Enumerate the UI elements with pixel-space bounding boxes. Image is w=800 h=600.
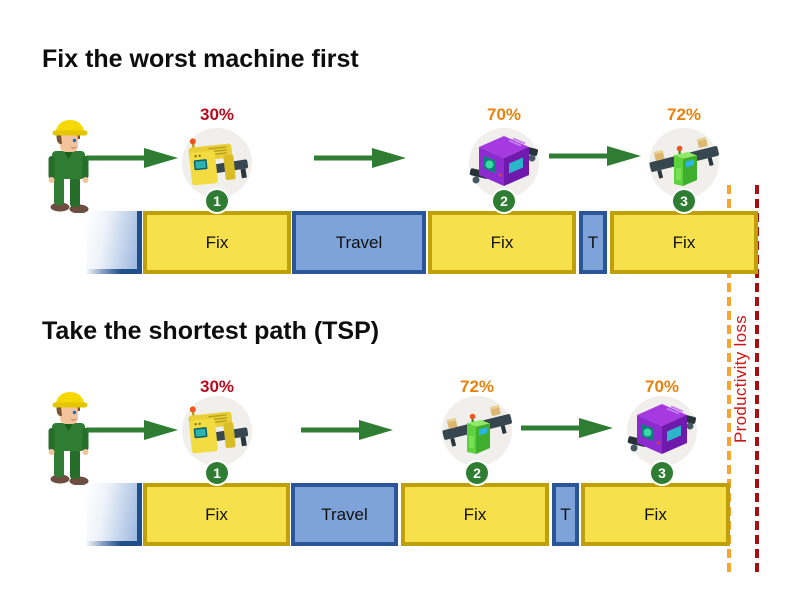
timeline-travel-segment: Travel [291,483,398,546]
tsp-end-marker-line [727,185,731,575]
purple-milling-machine-icon [627,396,697,466]
productivity-loss-label: Productivity loss [731,315,750,443]
purple-milling-machine-icon [469,128,539,198]
green-conveyor-station-icon [649,128,719,198]
visit-order-badge: 1 [206,462,228,484]
timeline-fix-segment: Fix [401,483,549,546]
visit-order-badge: 3 [651,462,673,484]
visit-order-badge: 3 [673,190,695,212]
machine-health-percent: 72% [666,105,702,124]
timeline-short-travel-segment: T [579,211,607,274]
travel-arrow-icon [314,148,406,168]
timeline-short-travel-segment: T [552,483,579,546]
section-title: Take the shortest path (TSP) [42,317,380,345]
timeline-start-segment [86,483,142,546]
travel-arrow-icon [521,418,613,438]
machine-health-percent: 70% [644,377,680,396]
machine-health-percent: 30% [199,105,235,124]
worst-first-end-marker-line [755,185,759,575]
visit-order-badge: 2 [466,462,488,484]
travel-arrow-icon [86,148,178,168]
timeline-fix-segment: Fix [143,483,290,546]
timeline-fix-segment: Fix [610,211,758,274]
machine-health-percent: 72% [459,377,495,396]
yellow-packaging-machine-icon [182,128,252,198]
timeline-fix-segment: Fix [428,211,576,274]
machine-health-percent: 70% [486,105,522,124]
visit-order-badge: 1 [206,190,228,212]
timeline-start-segment [86,211,142,274]
travel-arrow-icon [549,146,641,166]
travel-arrow-icon [301,420,393,440]
green-conveyor-station-icon [442,396,512,466]
timeline-fix-segment: Fix [581,483,730,546]
visit-order-badge: 2 [493,190,515,212]
machine-health-percent: 30% [199,377,235,396]
yellow-packaging-machine-icon [182,396,252,466]
timeline-fix-segment: Fix [143,211,291,274]
section-title: Fix the worst machine first [42,45,359,73]
travel-arrow-icon [86,420,178,440]
timeline-travel-segment: Travel [292,211,426,274]
